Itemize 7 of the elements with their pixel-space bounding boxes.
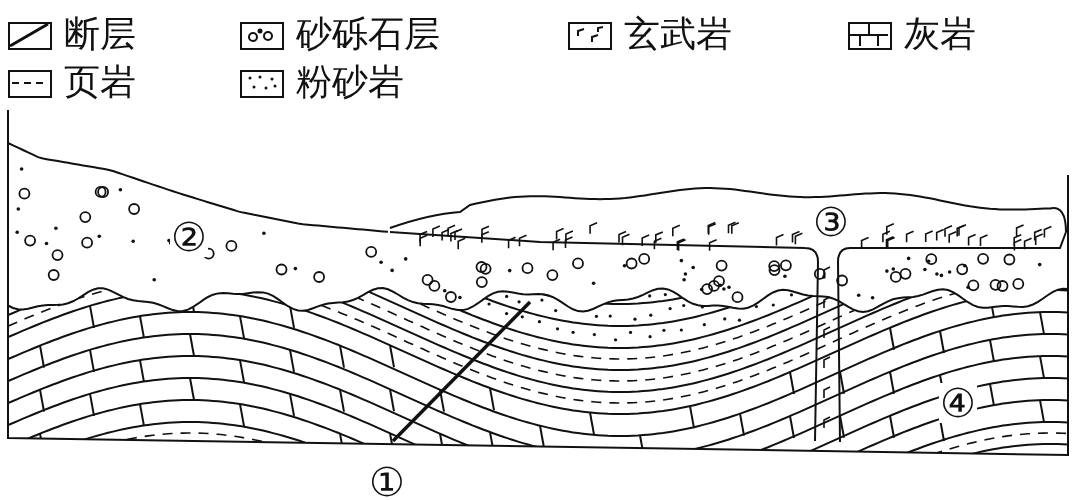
legend-label: 断层 (64, 14, 136, 54)
legend-label: 灰岩 (904, 14, 976, 54)
legend-label: 砂砾石层 (296, 14, 440, 54)
legend-label: 粉砂岩 (296, 62, 404, 102)
legend-label: 玄武岩 (624, 14, 732, 54)
legend-label: 页岩 (64, 62, 136, 102)
callout-number: ④ (939, 383, 977, 423)
